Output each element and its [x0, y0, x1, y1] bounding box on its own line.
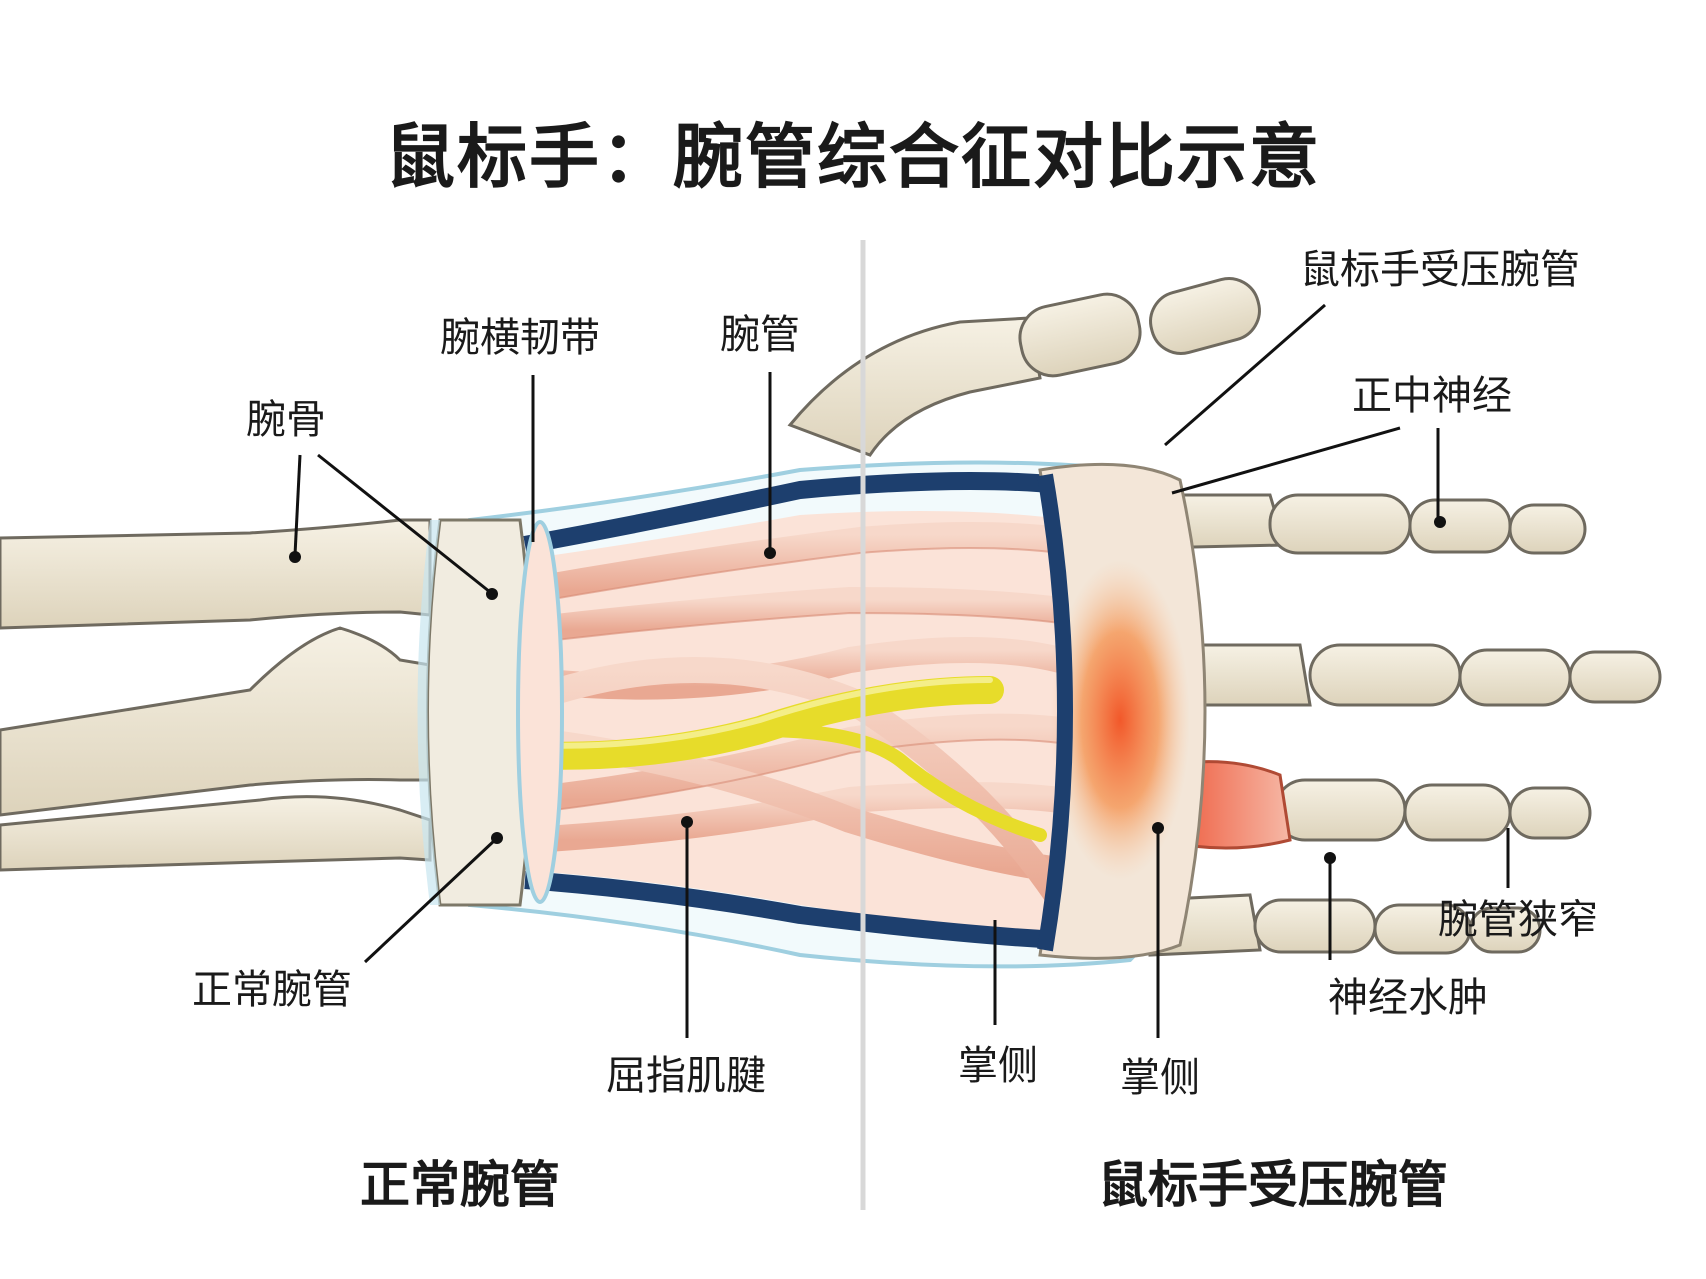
label-compressed-tunnel: 鼠标手受压腕管 — [1300, 247, 1580, 293]
sheath-top — [523, 472, 1061, 554]
leader-carpal-bone-b — [317, 453, 491, 594]
leader-carpal-bone-a — [293, 454, 302, 556]
carpal-tunnel-body — [417, 460, 1207, 969]
label-palmar-side-1: 掌侧 — [958, 1043, 1038, 1089]
inflammation-area — [1050, 560, 1190, 880]
little-distal-phalanx — [1468, 906, 1542, 954]
little-proximal-phalanx — [1253, 898, 1377, 954]
tunnel-opening — [516, 520, 564, 904]
label-carpal-tunnel: 腕管 — [720, 312, 800, 358]
right-panel-caption: 鼠标手受压腕管 — [1098, 1156, 1448, 1214]
tendon-strand — [517, 522, 1073, 603]
ring-distal-phalanx — [1508, 786, 1592, 840]
leader-compressed — [1164, 303, 1326, 447]
tendon-strand — [517, 782, 1073, 853]
tendon-strand — [517, 586, 1073, 643]
thumb-distal-phalanx — [1149, 277, 1261, 355]
middle-distal-phalanx — [1568, 650, 1662, 704]
radius-bone — [0, 518, 432, 630]
hand-bones — [787, 277, 1662, 957]
label-median-nerve: 正中神经 — [1352, 373, 1512, 419]
label-nerve-edema: 神经水肿 — [1328, 975, 1488, 1021]
leader-lines — [293, 303, 1510, 1038]
label-normal-tunnel: 正常腕管 — [192, 967, 352, 1013]
tendon-strand — [517, 713, 1073, 813]
ulna-bone — [0, 626, 432, 817]
median-nerve-branch — [753, 723, 1047, 842]
label-flexor-tendons: 屈指肌腱 — [606, 1053, 766, 1099]
forearm-bones — [0, 518, 432, 872]
leader-nerve — [1171, 426, 1401, 495]
label-narrowed-tunnel: 腕管狭窄 — [1438, 897, 1598, 943]
tendon-outlines — [529, 547, 1061, 814]
left-panel-caption: 正常腕管 — [360, 1156, 560, 1214]
leader-dots — [289, 516, 1446, 864]
ring-proximal-phalanx — [1273, 778, 1407, 842]
thumb-metacarpal — [787, 316, 1042, 457]
index-middle-phalanx — [1408, 498, 1512, 554]
thumb-proximal-phalanx — [1018, 292, 1142, 378]
leader-normal-tunnel — [363, 838, 497, 964]
ring-middle-phalanx — [1403, 783, 1512, 842]
middle-proximal-phalanx — [1308, 643, 1462, 707]
label-transverse-ligament: 腕横韧带 — [440, 315, 600, 361]
sheath-bottom — [524, 871, 1061, 949]
label-carpal-bone: 腕骨 — [246, 397, 326, 443]
diagram-title: 鼠标手：腕管综合征对比示意 — [385, 116, 1321, 198]
middle-middle-phalanx — [1458, 648, 1572, 707]
label-palmar-side-2: 掌侧 — [1120, 1055, 1200, 1101]
sheath-right — [1037, 473, 1073, 952]
index-proximal-phalanx — [1268, 493, 1412, 555]
index-distal-phalanx — [1508, 503, 1587, 555]
